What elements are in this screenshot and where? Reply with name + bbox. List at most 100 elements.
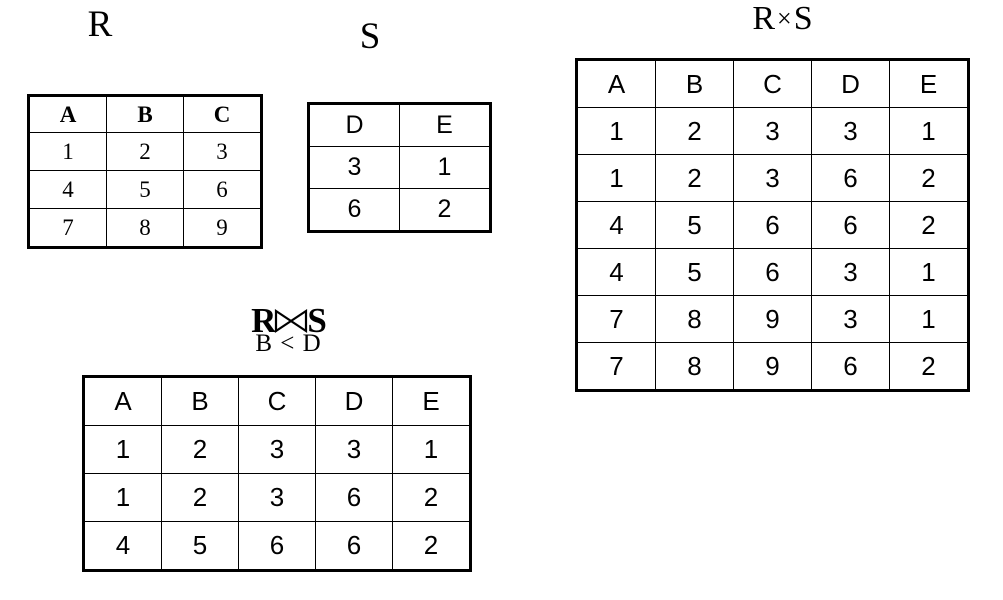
cell: 1 bbox=[28, 132, 107, 171]
cell: 8 bbox=[655, 342, 734, 391]
column-header-e: E bbox=[889, 59, 969, 108]
cell: 4 bbox=[576, 201, 656, 249]
cell: 8 bbox=[106, 208, 184, 248]
cell: 6 bbox=[183, 170, 262, 209]
cell: 6 bbox=[811, 201, 890, 249]
cell: 5 bbox=[655, 201, 734, 249]
cell: 9 bbox=[733, 342, 812, 391]
cell: 2 bbox=[106, 132, 184, 171]
relation-r-title: R bbox=[87, 4, 113, 45]
cell: 6 bbox=[811, 342, 890, 391]
cell: 7 bbox=[576, 295, 656, 343]
cell: 1 bbox=[889, 295, 969, 343]
cell: 2 bbox=[889, 154, 969, 202]
cell: 2 bbox=[161, 473, 239, 522]
multiplication-icon: × bbox=[777, 4, 792, 33]
table-row: 1 2 3 3 1 bbox=[83, 425, 471, 474]
cell: 6 bbox=[315, 521, 393, 571]
table-row: 4 5 6 3 1 bbox=[576, 248, 969, 296]
cell: 3 bbox=[811, 248, 890, 296]
cell: 3 bbox=[238, 473, 316, 522]
cell: 1 bbox=[83, 425, 162, 474]
cell: 1 bbox=[83, 473, 162, 522]
cell: 7 bbox=[28, 208, 107, 248]
cell: 3 bbox=[733, 154, 812, 202]
table-row: 6 2 bbox=[308, 188, 491, 232]
table-row: 1 2 3 3 1 bbox=[576, 107, 969, 155]
cell: 3 bbox=[811, 295, 890, 343]
cross-product-title: R×S bbox=[575, 2, 990, 36]
theta-join-title-right: S bbox=[307, 301, 326, 340]
column-header-b: B bbox=[106, 95, 184, 133]
cell: 3 bbox=[308, 146, 400, 189]
cell: 4 bbox=[28, 170, 107, 209]
column-header-e: E bbox=[392, 376, 471, 426]
theta-join-title-left: R bbox=[251, 301, 276, 340]
cell: 6 bbox=[733, 201, 812, 249]
column-header-d: D bbox=[811, 59, 890, 108]
cell: 1 bbox=[889, 107, 969, 155]
relation-s-title: S bbox=[359, 16, 381, 57]
cell: 7 bbox=[576, 342, 656, 391]
table-row: 4 5 6 bbox=[28, 170, 262, 209]
cell: 2 bbox=[655, 154, 734, 202]
table-row-header: A B C D E bbox=[576, 59, 969, 108]
cell: 2 bbox=[399, 188, 491, 232]
table-row: 7 8 9 6 2 bbox=[576, 342, 969, 391]
cell: 9 bbox=[183, 208, 262, 248]
cell: 3 bbox=[238, 425, 316, 474]
cell: 3 bbox=[811, 107, 890, 155]
cross-product-title-left: R bbox=[752, 0, 776, 37]
table-row-header: D E bbox=[308, 103, 491, 147]
cell: 1 bbox=[399, 146, 491, 189]
relation-r-table: A B C 1 2 3 4 5 6 7 8 9 bbox=[27, 94, 263, 249]
column-header-c: C bbox=[238, 376, 316, 426]
cell: 2 bbox=[392, 521, 471, 571]
cross-product-title-right: S bbox=[793, 0, 813, 37]
cell: 5 bbox=[161, 521, 239, 571]
cell: 6 bbox=[308, 188, 400, 232]
theta-join-condition: B < D bbox=[255, 330, 322, 357]
table-row: 1 2 3 6 2 bbox=[83, 473, 471, 522]
cell: 3 bbox=[183, 132, 262, 171]
theta-join-table: A B C D E 1 2 3 3 1 1 2 3 6 2 4 5 6 6 2 bbox=[82, 375, 472, 572]
column-header-a: A bbox=[576, 59, 656, 108]
cell: 6 bbox=[238, 521, 316, 571]
cell: 2 bbox=[161, 425, 239, 474]
cross-product-table: A B C D E 1 2 3 3 1 1 2 3 6 2 4 5 6 6 2 bbox=[575, 58, 970, 392]
table-row: 1 2 3 6 2 bbox=[576, 154, 969, 202]
cell: 1 bbox=[889, 248, 969, 296]
cell: 4 bbox=[576, 248, 656, 296]
cell: 5 bbox=[106, 170, 184, 209]
cell: 3 bbox=[733, 107, 812, 155]
table-row: 7 8 9 3 1 bbox=[576, 295, 969, 343]
cell: 4 bbox=[83, 521, 162, 571]
column-header-a: A bbox=[83, 376, 162, 426]
column-header-a: A bbox=[28, 95, 107, 133]
table-row: 4 5 6 6 2 bbox=[83, 521, 471, 571]
cell: 1 bbox=[576, 107, 656, 155]
table-row: 4 5 6 6 2 bbox=[576, 201, 969, 249]
cell: 1 bbox=[392, 425, 471, 474]
table-row: 1 2 3 bbox=[28, 132, 262, 171]
table-row-header: A B C bbox=[28, 95, 262, 133]
column-header-d: D bbox=[315, 376, 393, 426]
cell: 6 bbox=[733, 248, 812, 296]
column-header-c: C bbox=[733, 59, 812, 108]
cell: 1 bbox=[576, 154, 656, 202]
column-header-e: E bbox=[399, 103, 491, 147]
table-row-header: A B C D E bbox=[83, 376, 471, 426]
column-header-b: B bbox=[655, 59, 734, 108]
cell: 6 bbox=[811, 154, 890, 202]
cell: 2 bbox=[889, 201, 969, 249]
cell: 6 bbox=[315, 473, 393, 522]
bowtie-join-icon bbox=[273, 308, 309, 334]
cell: 5 bbox=[655, 248, 734, 296]
cell: 2 bbox=[889, 342, 969, 391]
table-row: 7 8 9 bbox=[28, 208, 262, 248]
cell: 2 bbox=[392, 473, 471, 522]
column-header-d: D bbox=[308, 103, 400, 147]
table-row: 3 1 bbox=[308, 146, 491, 189]
